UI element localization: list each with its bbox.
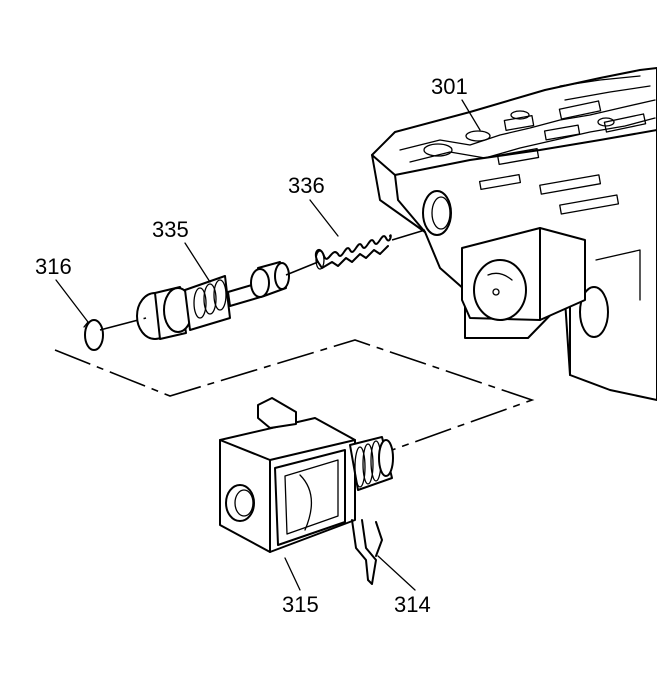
callout-314: 314 <box>394 592 431 617</box>
leader-lines <box>55 99 481 591</box>
assembly-lines <box>54 229 535 451</box>
valve-body-301 <box>371 67 657 401</box>
valve-spool-335 <box>136 261 290 340</box>
callout-336: 336 <box>288 173 325 198</box>
spring-336 <box>314 234 392 270</box>
callout-315: 315 <box>282 592 319 617</box>
callout-316: 316 <box>35 254 72 279</box>
callout-335: 335 <box>152 217 189 242</box>
callout-301: 301 <box>431 74 468 99</box>
solenoid-315 <box>219 397 394 553</box>
retaining-ring-316 <box>83 319 104 351</box>
clip-314 <box>351 519 383 585</box>
